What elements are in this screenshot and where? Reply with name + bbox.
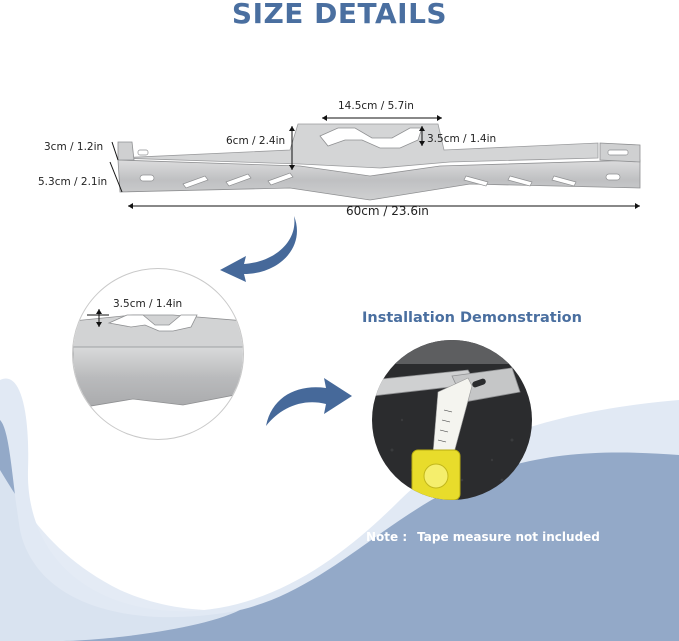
dimension-total-length: 60cm / 23.6in <box>346 204 429 218</box>
installation-photo <box>372 340 532 500</box>
curved-arrow-right-icon <box>266 378 352 426</box>
page-title: SIZE DETAILS <box>231 0 448 30</box>
curved-arrow-icon <box>220 216 297 282</box>
note-label: Note : <box>366 530 408 544</box>
bracket-diagram <box>0 90 679 230</box>
zoom-dimension-label: 3.5cm / 1.4in <box>113 298 183 310</box>
note: Note : Tape measure not included <box>366 530 600 544</box>
dimension-end-tab: 3cm / 1.2in <box>44 141 104 153</box>
installation-photo-drawing <box>372 340 532 500</box>
bracket-drawing <box>109 115 641 209</box>
dimension-top-width: 14.5cm / 5.7in <box>338 100 414 112</box>
dimension-center-height: 6cm / 2.4in <box>226 135 286 147</box>
dimension-slot-height: 3.5cm / 1.4in <box>427 133 497 145</box>
installation-title: Installation Demonstration <box>362 310 582 326</box>
zoom-detail-circle: 3.5cm / 1.4in <box>72 268 244 440</box>
zoom-bracket-drawing <box>73 309 243 410</box>
note-text: Tape measure not included <box>417 530 600 544</box>
dimension-end-height: 5.3cm / 2.1in <box>38 176 108 188</box>
